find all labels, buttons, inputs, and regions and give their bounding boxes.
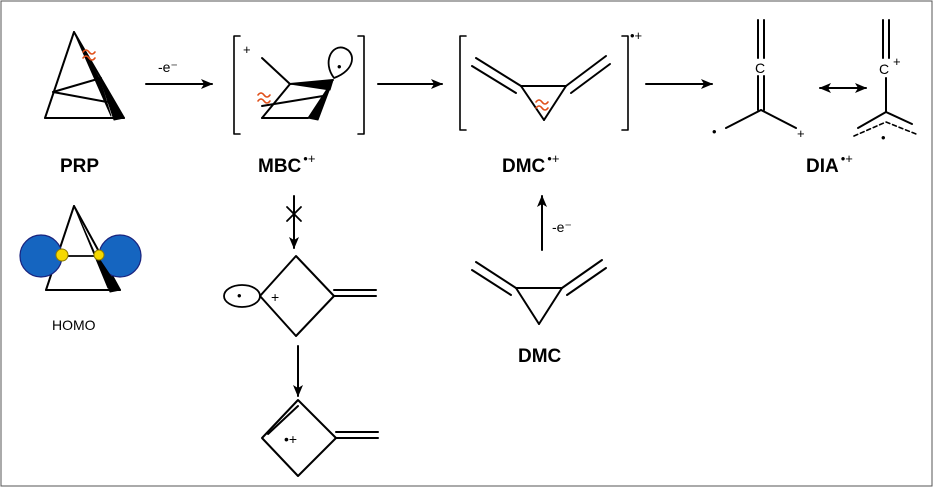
label-mbc-name: MBC bbox=[258, 156, 302, 177]
dia-structure-1 bbox=[725, 19, 797, 129]
mbc-plus-charge: + bbox=[243, 42, 251, 57]
prp-structure bbox=[44, 31, 125, 121]
mbc-radical-dot: • bbox=[337, 59, 342, 74]
label-dmc: DMC bbox=[518, 346, 562, 367]
label-dia-sup: •+ bbox=[841, 151, 853, 166]
cyclobutenyl-structure bbox=[261, 399, 379, 477]
label-mbc: MBC•+ bbox=[258, 151, 315, 177]
dia-structure-2 bbox=[853, 19, 917, 137]
dia-carbon-1: C bbox=[755, 60, 765, 76]
label-dia: DIA•+ bbox=[806, 151, 853, 177]
radical-orbital-icon bbox=[223, 284, 261, 308]
cyclobutyl-radical-dot: • bbox=[237, 288, 242, 303]
cyclobutyl-plus-charge: + bbox=[271, 289, 279, 305]
dia-plus-charge: + bbox=[797, 126, 805, 141]
dia-2-radical-dot: • bbox=[881, 130, 886, 145]
dmc-structure bbox=[471, 259, 607, 325]
mbc-cleavage-mark bbox=[257, 92, 271, 104]
label-dmc-cation: DMC•+ bbox=[502, 151, 559, 177]
dmc-cation-structure bbox=[471, 55, 611, 121]
orbital-center-left bbox=[55, 248, 69, 262]
dia-carbon-2: C bbox=[879, 61, 889, 77]
label-dmc-cation-name: DMC bbox=[502, 156, 546, 177]
dmc-bracket-charge: •+ bbox=[630, 28, 642, 43]
mbc-brackets bbox=[233, 35, 365, 135]
cyclobutyl-cation-structure bbox=[223, 255, 377, 337]
homo-orbital bbox=[19, 205, 142, 293]
label-dmc-cation-sup: •+ bbox=[547, 151, 559, 166]
label-prp: PRP bbox=[60, 156, 99, 177]
mbc-structure bbox=[261, 46, 353, 121]
label-dia-name: DIA bbox=[806, 156, 839, 177]
dia-carbon-2-plus: + bbox=[893, 54, 901, 69]
orbital-lobe-icon bbox=[327, 46, 353, 79]
prp-cleavage-mark bbox=[82, 49, 96, 61]
dmc-cleavage-mark bbox=[535, 99, 549, 111]
arrow-label-oxidation-top: -e⁻ bbox=[158, 59, 178, 75]
cyclobutenyl-radical-cation: •+ bbox=[284, 431, 297, 447]
arrow-label-oxidation-dmc: -e⁻ bbox=[552, 219, 572, 235]
orbital-center-right bbox=[93, 249, 105, 261]
label-homo: HOMO bbox=[52, 317, 96, 333]
cross-icon bbox=[286, 206, 302, 222]
dmc-cation-brackets bbox=[459, 35, 629, 131]
label-mbc-sup: •+ bbox=[303, 151, 315, 166]
dia-radical-dot: • bbox=[712, 124, 717, 139]
